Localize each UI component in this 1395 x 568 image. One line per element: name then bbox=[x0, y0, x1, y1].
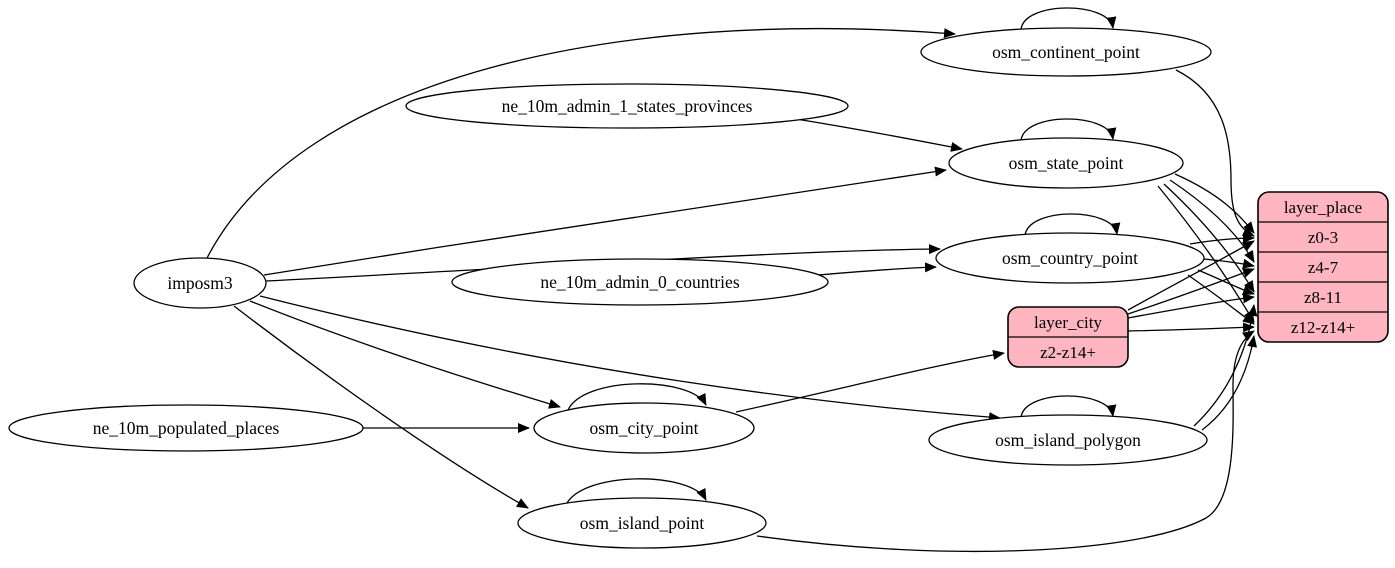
record-layer-city: layer_city z2-z14+ bbox=[1007, 306, 1129, 368]
edge-imposm3-osm-island-point bbox=[233, 305, 529, 509]
edge-layer-city-z12-z14 bbox=[1127, 322, 1255, 333]
edge-osm-continent-point-z0-3 bbox=[1175, 69, 1255, 237]
record-layer-place-shape bbox=[1257, 191, 1389, 343]
record-layer-city-row-z2-z14: z2-z14+ bbox=[1040, 343, 1096, 362]
edge-imposm3-osm-continent-point bbox=[205, 27, 956, 261]
node-osm-island-polygon-label: osm_island_polygon bbox=[995, 430, 1141, 450]
record-layer-place-row-z0-3: z0-3 bbox=[1308, 228, 1338, 247]
node-imposm3-shape bbox=[133, 257, 267, 309]
node-osm-island-point-shape bbox=[517, 497, 767, 549]
node-osm-country-point: osm_country_point bbox=[935, 232, 1205, 284]
edge-osm-country-point-z8-11 bbox=[1197, 269, 1255, 296]
edge-imposm3-osm-island-polygon bbox=[259, 295, 1001, 423]
node-ne-10m-populated-places-label: ne_10m_populated_places bbox=[93, 418, 280, 438]
node-ne-10m-admin-0-countries: ne_10m_admin_0_countries bbox=[451, 258, 829, 306]
node-imposm3-label: imposm3 bbox=[167, 273, 232, 293]
edges-group bbox=[205, 7, 1258, 553]
edge-osm-country-point-z0-3 bbox=[1189, 233, 1255, 245]
self-loop-osm-city-point bbox=[567, 383, 707, 411]
self-loop-osm-island-point bbox=[565, 478, 707, 506]
edge-osm-country-point-z12-z14 bbox=[1187, 274, 1255, 325]
edge-osm-island-point-z12-z14 bbox=[756, 330, 1255, 553]
node-ne-10m-admin-1-shape bbox=[405, 83, 849, 129]
node-ne-10m-admin-0-shape bbox=[451, 258, 829, 306]
edge-layer-city-z0-3 bbox=[1127, 240, 1255, 311]
record-layer-place-row-z4-7: z4-7 bbox=[1308, 258, 1339, 277]
node-osm-country-point-shape bbox=[935, 232, 1205, 284]
self-loop-osm-continent-point bbox=[1020, 7, 1117, 31]
node-osm-country-point-label: osm_country_point bbox=[1002, 248, 1138, 268]
node-ne-10m-admin-1-label: ne_10m_admin_1_states_provinces bbox=[502, 96, 753, 116]
node-ne-10m-populated-places: ne_10m_populated_places bbox=[8, 404, 364, 452]
edge-osm-city-point-layer-city bbox=[735, 349, 1005, 413]
node-osm-island-point-label: osm_island_point bbox=[580, 513, 705, 533]
node-ne-10m-admin-0-label: ne_10m_admin_0_countries bbox=[540, 272, 739, 292]
node-osm-island-point: osm_island_point bbox=[517, 497, 767, 549]
record-layer-place: layer_place z0-3 z4-7 z8-11 z12-z14+ bbox=[1257, 191, 1389, 343]
edge-osm-state-point-z0-3 bbox=[1174, 173, 1255, 234]
edge-layer-city-z8-11 bbox=[1127, 293, 1255, 319]
node-osm-city-point-shape bbox=[533, 402, 755, 454]
edge-ne-10m-admin-0-osm-country-point bbox=[817, 262, 937, 276]
node-osm-state-point: osm_state_point bbox=[948, 137, 1184, 189]
node-osm-continent-point-shape bbox=[920, 27, 1212, 77]
node-osm-continent-point: osm_continent_point bbox=[920, 27, 1212, 77]
node-osm-island-polygon: osm_island_polygon bbox=[928, 414, 1208, 466]
record-layer-place-row-z8-11: z8-11 bbox=[1304, 288, 1342, 307]
node-osm-city-point: osm_city_point bbox=[533, 402, 755, 454]
edge-ne-10m-admin-1-osm-state-point bbox=[795, 118, 963, 152]
node-ne-10m-populated-places-shape bbox=[8, 404, 364, 452]
node-ne-10m-admin-1-states-provinces: ne_10m_admin_1_states_provinces bbox=[405, 83, 849, 129]
edge-osm-island-polygon-z8-11 bbox=[1193, 304, 1258, 427]
record-layer-place-row-z12-z14: z12-z14+ bbox=[1291, 318, 1355, 337]
edge-imposm3-osm-city-point bbox=[249, 300, 561, 409]
edge-osm-state-point-z8-11 bbox=[1163, 183, 1255, 293]
edge-osm-country-point-z4-7 bbox=[1203, 258, 1255, 269]
record-layer-city-title: layer_city bbox=[1034, 313, 1102, 332]
node-osm-city-point-label: osm_city_point bbox=[590, 418, 699, 438]
record-layer-place-title: layer_place bbox=[1284, 198, 1362, 217]
node-osm-state-point-label: osm_state_point bbox=[1009, 153, 1124, 173]
self-loop-osm-country-point bbox=[1024, 213, 1121, 237]
self-loop-osm-island-polygon bbox=[1020, 395, 1117, 419]
edge-osm-state-point-z4-7 bbox=[1169, 179, 1255, 263]
node-osm-island-polygon-shape bbox=[928, 414, 1208, 466]
self-loop-osm-state-point bbox=[1020, 118, 1117, 142]
node-osm-continent-point-label: osm_continent_point bbox=[992, 42, 1140, 62]
edge-osm-island-polygon-z12-z14 bbox=[1201, 335, 1258, 431]
node-osm-state-point-shape bbox=[948, 137, 1184, 189]
node-imposm3: imposm3 bbox=[133, 257, 267, 309]
edge-layer-city-z4-7 bbox=[1127, 268, 1255, 315]
